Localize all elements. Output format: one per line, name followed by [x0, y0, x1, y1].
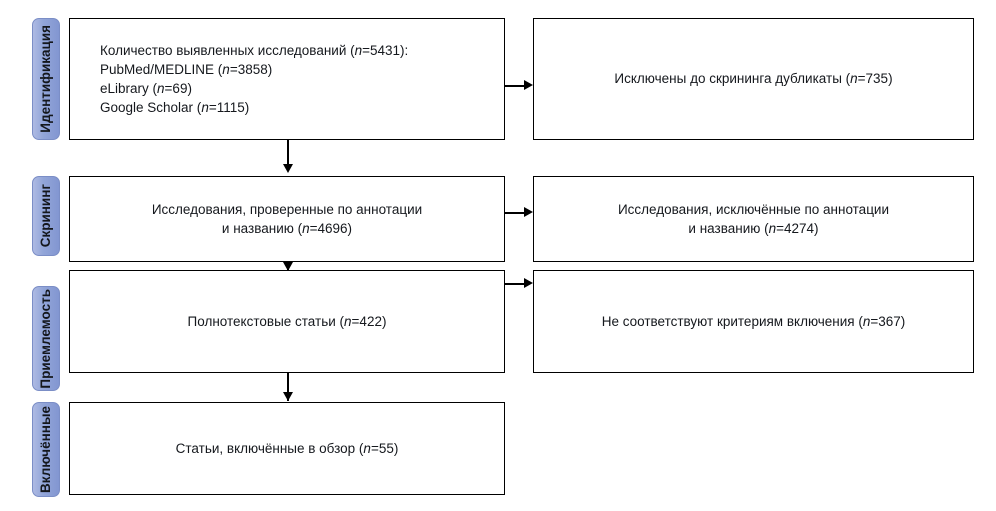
connector-identified-to-duplicates — [505, 85, 526, 87]
box-fulltext-assessed-text: Полнотекстовые статьи (n=422) — [187, 313, 387, 329]
box-studies-included: Статьи, включённые в обзор (n=55) — [69, 402, 505, 495]
stage-label-included: Включённые — [38, 406, 54, 493]
box-fulltext-excluded: Не соответствуют критериям включения (n=… — [533, 270, 974, 373]
stage-pill-eligibility: Приемлемость — [32, 286, 60, 391]
arrowhead-fulltext-to-included — [282, 392, 293, 401]
box-duplicates-removed: Исключены до скрининга дубликаты (n=735) — [533, 18, 974, 140]
connector-fulltext-to-excluded — [505, 283, 526, 285]
stage-pill-screening: Скрининг — [32, 176, 60, 256]
arrowhead-fulltext-to-excluded — [524, 278, 533, 288]
arrowhead-identified-to-duplicates — [524, 80, 533, 90]
box-records-identified: Количество выявленных исследований (n=54… — [69, 18, 505, 140]
arrowhead-identified-to-screened — [282, 164, 293, 173]
connector-screened-to-excluded — [505, 212, 526, 214]
box-duplicates-removed-text: Исключены до скрининга дубликаты (n=735) — [614, 71, 893, 87]
box-records-identified-text: Количество выявленных исследований (n=54… — [100, 42, 409, 116]
connector-identified-to-screened — [287, 140, 289, 168]
box-fulltext-excluded-text: Не соответствуют критериям включения (n=… — [601, 313, 906, 329]
box-studies-included-text: Статьи, включённые в обзор (n=55) — [175, 440, 399, 456]
connector-fulltext-to-included — [287, 373, 289, 401]
stage-label-identification: Идентификация — [38, 25, 54, 133]
box-fulltext-assessed: Полнотекстовые статьи (n=422) — [69, 270, 505, 373]
stage-pill-included: Включённые — [32, 402, 60, 497]
stage-pill-identification: Идентификация — [32, 18, 60, 140]
arrowhead-screened-to-excluded — [524, 207, 533, 217]
stage-label-eligibility: Приемлемость — [38, 288, 54, 389]
arrowhead-screened-to-fulltext — [282, 262, 293, 271]
stage-label-screening: Скрининг — [38, 184, 54, 248]
